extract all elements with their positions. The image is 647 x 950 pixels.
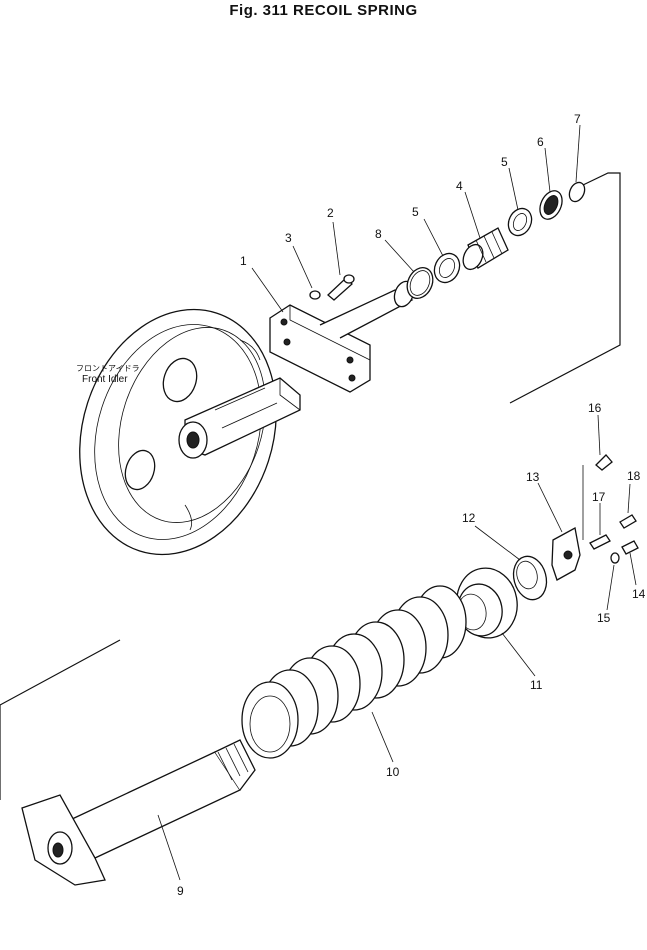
part-plug-14 [621,540,639,555]
callout-11: 11 [530,678,543,692]
callout-15: 15 [597,611,611,625]
part-nut-12 [512,555,548,601]
part-bolt-2 [327,274,355,301]
callout-4: 4 [456,179,463,193]
part-ring-8 [406,266,434,300]
callout-6: 6 [537,135,544,149]
callout-2: 2 [327,206,334,220]
assembly-guide-line-lower [0,639,121,800]
part-recoil-spring-10 [241,585,467,759]
part-seal-6 [539,190,563,220]
part-recoil-rod-9 [21,739,256,886]
callout-14: 14 [632,587,646,601]
callout-13: 13 [526,470,540,484]
part-nipple-18 [619,514,637,529]
part-yoke [269,280,415,393]
figure-title: Fig. 311 RECOIL SPRING [229,2,418,19]
part-bracket-13 [551,527,581,581]
callout-16: 16 [588,401,602,415]
callout-10: 10 [386,765,400,779]
callout-1: 1 [240,254,247,268]
idler-caption-en: Front Idler [82,374,128,385]
part-bolt-16 [582,454,613,540]
callout-12: 12 [462,511,476,525]
idler-yoke-bracket [178,377,301,459]
assembly-guide-line-upper [509,172,621,404]
callout-18: 18 [627,469,641,483]
callout-8: 8 [375,227,382,241]
part-washer-3 [309,290,321,300]
callout-17: 17 [592,490,606,504]
callout-9: 9 [177,884,184,898]
front-idler-wheel [79,308,277,556]
callout-5a: 5 [412,205,419,219]
part-piston-4 [462,227,509,271]
callout-5b: 5 [501,155,508,169]
part-bushing-5b [507,207,533,237]
callout-7: 7 [574,112,581,126]
part-washer-15 [610,552,620,564]
part-spring-seat-11 [456,567,518,639]
part-fitting-17 [589,534,611,550]
part-bushing-5a [433,252,461,284]
leader-lines [157,124,637,881]
idler-caption-jp: フロントアイドラ [76,364,140,373]
callout-3: 3 [285,231,292,245]
part-snap-ring-7 [568,181,586,203]
